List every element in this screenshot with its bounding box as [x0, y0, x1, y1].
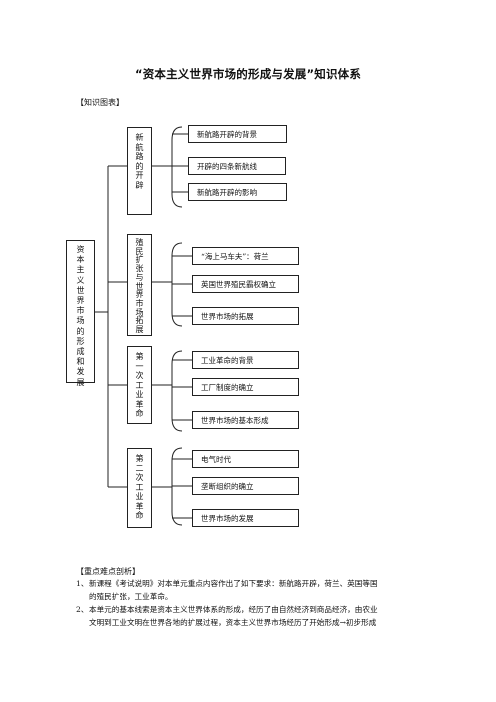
leaf-item: 工厂制度的确立	[192, 378, 299, 396]
leaf-item: 英国世界殖民霸权确立	[192, 275, 299, 293]
point-line: 文明到工业文明在世界各地的扩展过程，资本主义世界市场经历了开始形成→初步形成	[89, 617, 377, 627]
group-box-second-industrial-revolution: 第二次工业革命	[127, 448, 152, 528]
leaf-item: 新航路开辟的影响	[188, 183, 287, 201]
group-box-colonial-expansion: 殖民扩张与世界市场拓展	[127, 234, 152, 336]
point-number: 1、	[76, 579, 89, 588]
leaf-item: “海上马车夫”：荷兰	[192, 247, 299, 265]
numbered-point: 2、 本单元的基本线索是资本主义世界体系的形成，经历了由自然经济到商品经济，由农…	[76, 604, 436, 629]
group-box-new-routes: 新航路的开辟	[127, 127, 152, 215]
root-box: 资本主义世界市场的形成和发展	[66, 240, 95, 387]
leaf-text: 工厂制度的确立	[201, 382, 254, 392]
root-label: 资本主义世界市场的形成和发展	[76, 245, 85, 387]
leaf-text: 垄断组织的确立	[201, 481, 254, 491]
point-line: 本单元的基本线索是资本主义世界体系的形成，经历了由自然经济到商品经济，由农业	[89, 605, 378, 614]
leaf-item: 世界市场的拓展	[192, 307, 299, 325]
group-label: 殖民扩张与世界市场拓展	[135, 238, 144, 335]
leaf-text: 世界市场的拓展	[201, 311, 254, 321]
point-line: 新课程《考试说明》对本单元重点内容作出了如下要求：新航路开辟，荷兰、英国等国	[89, 579, 378, 588]
leaf-text: 世界市场的发展	[201, 513, 254, 523]
leaf-item: 世界市场的基本形成	[192, 411, 299, 429]
leaf-item: 电气时代	[192, 450, 299, 468]
point-number: 2、	[76, 605, 89, 614]
leaf-item: 开辟的四条新航线	[188, 157, 286, 175]
leaf-text: 新航路开辟的影响	[197, 187, 257, 197]
leaf-text: “海上马车夫”：荷兰	[201, 251, 269, 261]
leaf-item: 垄断组织的确立	[192, 477, 299, 495]
leaf-item: 工业革命的背景	[192, 351, 299, 369]
leaf-item: 世界市场的发展	[192, 509, 299, 527]
group-label: 第一次工业革命	[135, 352, 144, 418]
section-heading-chart: 【知识图表】	[76, 98, 124, 107]
group-box-first-industrial-revolution: 第一次工业革命	[127, 346, 152, 424]
group-label: 第二次工业革命	[135, 454, 144, 520]
group-label: 新航路的开辟	[135, 133, 144, 190]
leaf-text: 电气时代	[201, 454, 231, 464]
leaf-text: 工业革命的背景	[201, 355, 254, 365]
point-line: 的殖民扩张，工业革命。	[89, 591, 173, 601]
section-heading-analysis: 【重点难点剖析】	[76, 567, 140, 576]
leaf-text: 新航路开辟的背景	[197, 129, 257, 139]
leaf-text: 英国世界殖民霸权确立	[201, 279, 276, 289]
leaf-text: 世界市场的基本形成	[201, 415, 269, 425]
numbered-point: 1、 新课程《考试说明》对本单元重点内容作出了如下要求：新航路开辟，荷兰、英国等…	[76, 578, 436, 603]
document-title: “资本主义世界市场的形成与发展”知识体系	[134, 67, 362, 81]
leaf-item: 新航路开辟的背景	[188, 125, 287, 143]
leaf-text: 开辟的四条新航线	[197, 161, 257, 171]
